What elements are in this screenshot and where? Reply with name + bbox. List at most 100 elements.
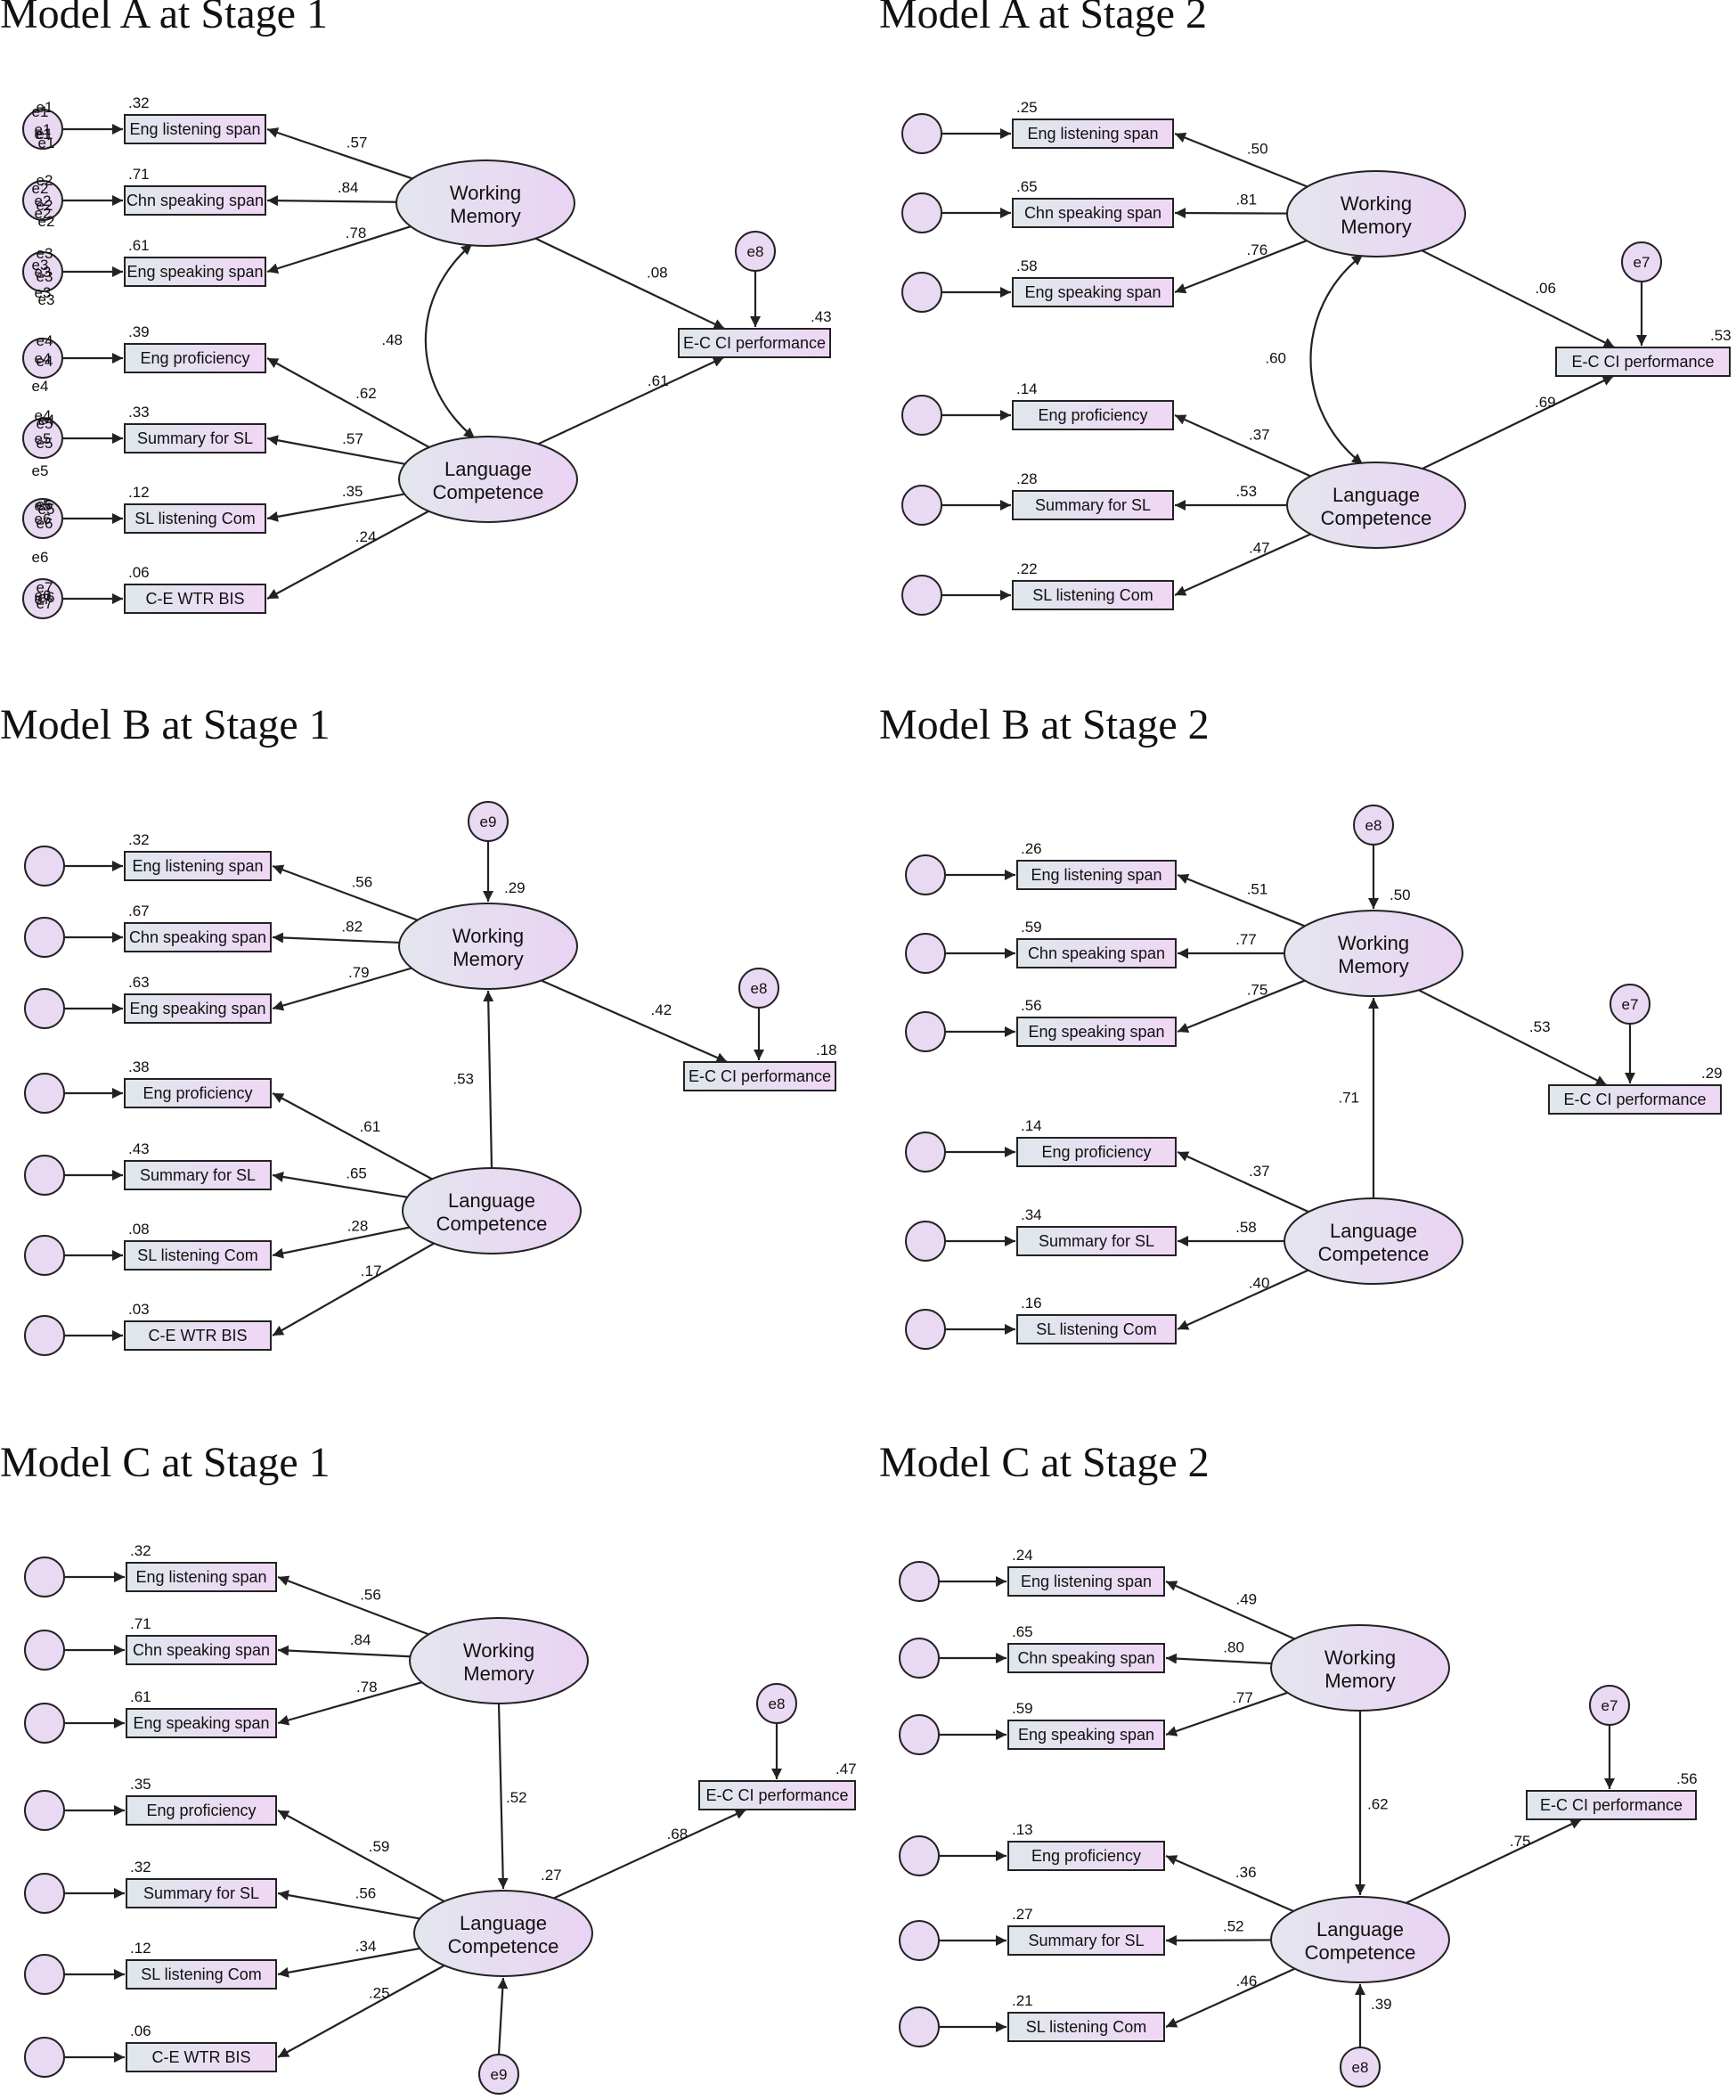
loading-path [277, 1645, 411, 1658]
panel-title-model-c-stage-2: Model C at Stage 2 [879, 1439, 1210, 1486]
error-circle-e7 [24, 1315, 65, 1356]
error-label-e2: e2 [37, 197, 53, 214]
indicator-label: Eng speaking span [1028, 1023, 1164, 1041]
error-circle-e3 [901, 272, 942, 313]
indicator-label: Eng speaking span [126, 263, 263, 281]
loading-path [272, 1092, 433, 1181]
loading-path [272, 967, 412, 1011]
loading-label: .81 [1235, 191, 1257, 208]
error-label-e2: e2 [35, 205, 52, 222]
error-circle-e2 [24, 917, 65, 958]
indicator-box [126, 1635, 277, 1665]
latent-working-memory [1286, 170, 1466, 257]
error-label-e8: e8 [751, 980, 768, 997]
loading-label: .17 [361, 1262, 382, 1279]
latent-language-competence [402, 1167, 582, 1254]
error-label-e5: e5 [32, 462, 49, 479]
indicator-box [1012, 400, 1174, 430]
indicator-r2: .61 [128, 237, 150, 254]
error-circle-e8 [756, 1683, 797, 1724]
indicator-r2: .13 [1012, 1821, 1033, 1838]
indicator-r2: .24 [1012, 1547, 1033, 1564]
error-label-e5: e5 [37, 435, 53, 452]
error-circle-e1 [905, 854, 946, 895]
indicator-r2: .12 [130, 1940, 151, 1957]
indicator-label: Eng speaking span [1018, 1726, 1154, 1744]
error-label-e7: e7 [37, 595, 53, 612]
error-label-e8: e8 [1365, 817, 1382, 834]
indicator-r2: .06 [128, 564, 150, 581]
error-circle-e6 [24, 1235, 65, 1276]
latent-working-memory [398, 903, 578, 990]
paths [64, 841, 764, 1341]
indicator-box [1012, 580, 1174, 610]
indicator-r2: .32 [130, 1859, 151, 1875]
outcome-box [1526, 1790, 1697, 1820]
error-circle-e4 [24, 1790, 65, 1831]
indicator-label: Eng listening span [1027, 125, 1158, 143]
covariance-coef: .60 [1265, 350, 1286, 367]
indicator-label: Eng listening span [129, 120, 260, 138]
indicator-r2: .33 [128, 404, 150, 421]
latent-language-competence [413, 1890, 593, 1977]
error-label-e1: e1 [38, 135, 55, 151]
loading-label: .57 [342, 430, 363, 447]
loading-path [277, 1890, 420, 1920]
indicator-box [1012, 118, 1174, 149]
indicator-label: Eng proficiency [1031, 1847, 1141, 1865]
loading-path [1165, 1580, 1295, 1640]
indicator-r2: .63 [128, 974, 150, 991]
outcome-box [678, 328, 831, 358]
indicator-box [124, 343, 266, 373]
error-circle-e2 [905, 933, 946, 974]
error-circle-e7 [22, 578, 63, 619]
structural-coef-wm-to-outcome: .06 [1535, 280, 1556, 297]
indicator-box [1007, 1643, 1165, 1673]
loading-path [1165, 1854, 1294, 1913]
structural-coef-lc-to-outcome: .68 [667, 1826, 689, 1843]
error-label-e3: e3 [35, 264, 52, 281]
paths [939, 1576, 1615, 2047]
indicator-box [1016, 1137, 1177, 1167]
error-circle-e7 [24, 2037, 65, 2078]
loading-path [1177, 1150, 1309, 1213]
indicator-label: SL listening Com [1032, 586, 1153, 604]
indicator-box [124, 1078, 272, 1108]
latent-r2: .27 [541, 1867, 562, 1883]
indicator-r2: .08 [128, 1221, 150, 1238]
error-circle-e1 [901, 113, 942, 154]
covariance-path [424, 243, 476, 439]
error-label-e4: e4 [37, 332, 53, 349]
panel-title-model-c-stage-1: Model C at Stage 1 [0, 1439, 330, 1486]
error-circle-e2 [899, 1638, 940, 1679]
error-circle-e3 [899, 1714, 940, 1755]
paths [941, 128, 1647, 601]
covariance-coef: .48 [381, 331, 403, 348]
error-circle-e8 [1340, 2047, 1381, 2088]
structural-path-wm-to-outcome [1418, 989, 1608, 1086]
loading-label: .36 [1235, 1864, 1257, 1881]
outcome-label: E-C CI performance [689, 1067, 831, 1085]
indicator-r2: .14 [1021, 1117, 1042, 1134]
indicator-r2: .67 [128, 903, 150, 919]
indicator-box [124, 584, 266, 614]
loading-label: .78 [346, 225, 367, 241]
error-circle-e4 [24, 1073, 65, 1114]
error-label-e1: e1 [37, 126, 53, 143]
indicator-r2: .71 [128, 166, 150, 183]
indicator-r2: .03 [128, 1301, 150, 1318]
panel-title-model-b-stage-2: Model B at Stage 2 [879, 701, 1210, 748]
error-label-e8: e8 [1352, 2059, 1369, 2076]
loading-label: .77 [1232, 1689, 1253, 1706]
outcome-box [1548, 1084, 1722, 1115]
structural-path-lc-to-outcome [1406, 1818, 1582, 1904]
error-label-e4: e4 [35, 350, 52, 367]
